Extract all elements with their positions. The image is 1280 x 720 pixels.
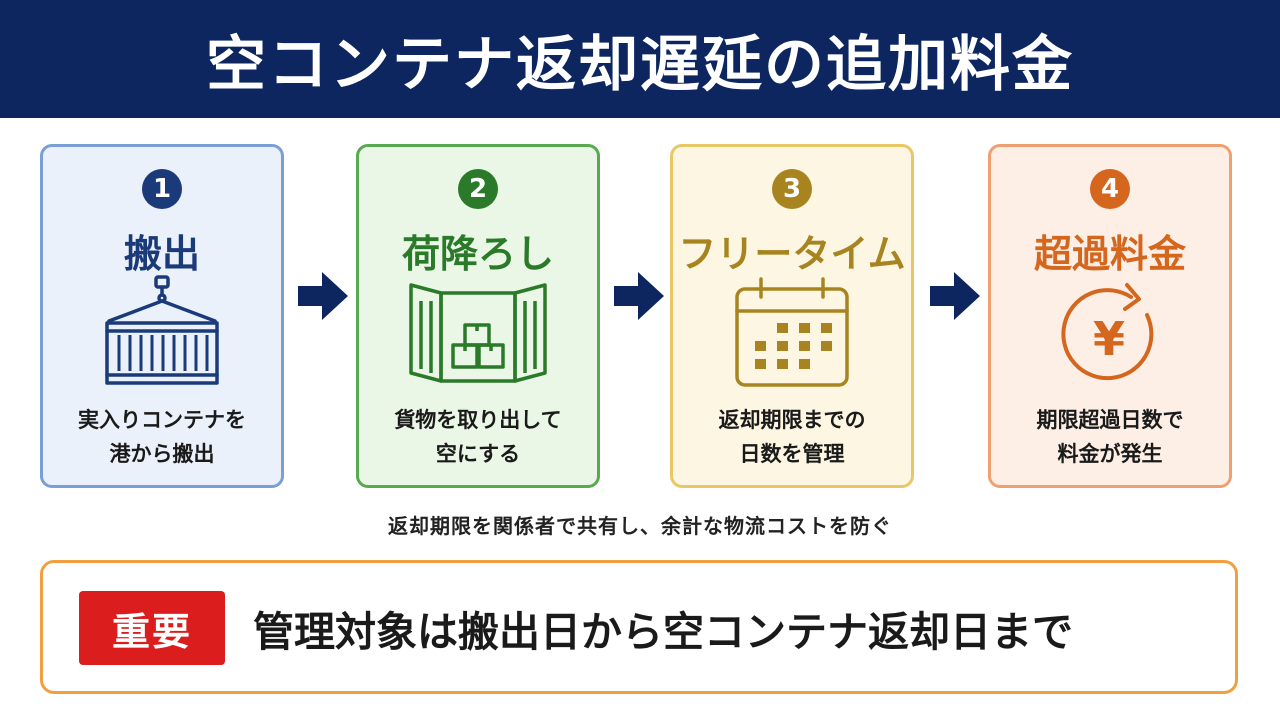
step-title: 超過料金 — [1033, 232, 1186, 276]
step-card-2: 2 荷降ろし 貨物を取り出して 空にする — [356, 144, 600, 488]
step-description-line: 返却期限までの — [718, 408, 866, 432]
step-card-1: 1 搬出 実入りコンテナを 港から搬出 — [40, 144, 284, 488]
yen-circle-icon: ¥ — [1061, 283, 1154, 381]
step-description: 貨物を取り出して 空にする — [359, 403, 597, 471]
step-description-line: 空にする — [435, 442, 521, 466]
container-icon — [105, 275, 219, 385]
arrow-right-icon — [930, 272, 980, 320]
step-description: 期限超過日数で 料金が発生 — [991, 403, 1229, 471]
header-bar: 空コンテナ返却遅延の追加料金 — [0, 0, 1280, 118]
step-title: 荷降ろし — [401, 232, 554, 276]
step-title: フリータイム — [678, 232, 906, 276]
calendar-icon — [735, 277, 849, 387]
important-box: 重要 管理対象は搬出日から空コンテナ返却日まで — [40, 560, 1238, 694]
step-description: 実入りコンテナを 港から搬出 — [43, 403, 281, 471]
step-description-line: 港から搬出 — [109, 442, 215, 466]
step-title: 搬出 — [123, 232, 200, 276]
summary-caption: 返却期限を関係者で共有し、余計な物流コストを防ぐ — [388, 514, 892, 538]
yen-symbol: ¥ — [1093, 312, 1125, 366]
important-message: 管理対象は搬出日から空コンテナ返却日まで — [253, 608, 1073, 656]
open-container-icon — [409, 283, 547, 383]
arrow-right-icon — [614, 272, 664, 320]
step-number-badge: 4 — [1090, 169, 1130, 209]
step-description-line: 貨物を取り出して — [394, 408, 562, 432]
step-number-badge: 2 — [458, 169, 498, 209]
step-description-line: 日数を管理 — [739, 442, 845, 466]
step-description: 返却期限までの 日数を管理 — [673, 403, 911, 471]
step-number-badge: 1 — [142, 169, 182, 209]
page-title: 空コンテナ返却遅延の追加料金 — [206, 29, 1074, 100]
step-card-3: 3 フリータイム 返却期限までの 日数を管理 — [670, 144, 914, 488]
step-card-4: 4 超過料金 ¥ 期限超過日数で 料金が発生 — [988, 144, 1232, 488]
arrow-right-icon — [298, 272, 348, 320]
step-number-badge: 3 — [772, 169, 812, 209]
important-badge: 重要 — [79, 591, 225, 665]
step-description-line: 実入りコンテナを — [78, 408, 246, 432]
step-description-line: 期限超過日数で — [1036, 408, 1184, 432]
step-description-line: 料金が発生 — [1057, 442, 1163, 466]
